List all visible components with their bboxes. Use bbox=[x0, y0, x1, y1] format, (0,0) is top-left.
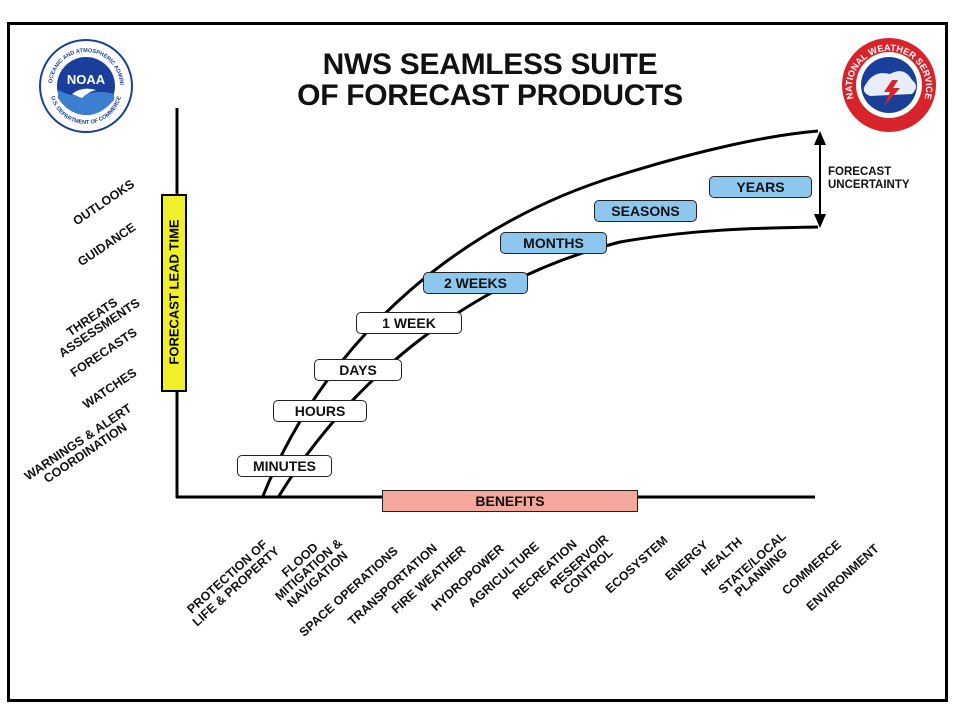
lead-months: MONTHS bbox=[500, 232, 607, 254]
lead-1-week: 1 WEEK bbox=[356, 312, 462, 334]
uncertainty-arrow-head-up bbox=[814, 131, 826, 145]
outer-frame bbox=[7, 22, 948, 702]
lead-years: YEARS bbox=[709, 176, 812, 198]
uncertainty-line2: UNCERTAINTY bbox=[828, 179, 910, 191]
lead-seasons: SEASONS bbox=[594, 200, 697, 222]
uncertainty-line1: FORECAST bbox=[828, 166, 892, 178]
lead-days: DAYS bbox=[314, 359, 402, 381]
lead-time-box bbox=[161, 194, 187, 392]
nws-logo: NATIONAL WEATHER SERVICE bbox=[842, 38, 936, 132]
title-line-1: NWS SEAMLESS SUITE bbox=[322, 48, 658, 81]
forecast-uncertainty-label: FORECAST UNCERTAINTY bbox=[828, 166, 910, 192]
lead-2-weeks: 2 WEEKS bbox=[423, 272, 528, 294]
title-line-2: OF FORECAST PRODUCTS bbox=[297, 79, 683, 112]
lead-hours: HOURS bbox=[273, 400, 367, 422]
noaa-wordmark: NOAA bbox=[67, 72, 106, 87]
uncertainty-arrow-head-down bbox=[814, 214, 826, 228]
y-axis-label: FORECAST LEAD TIME bbox=[166, 219, 182, 365]
noaa-logo: NATIONAL OCEANIC AND ATMOSPHERIC ADMINIS… bbox=[38, 38, 133, 133]
benefits-bar: BENEFITS bbox=[382, 490, 638, 512]
lead-minutes: MINUTES bbox=[237, 455, 332, 477]
